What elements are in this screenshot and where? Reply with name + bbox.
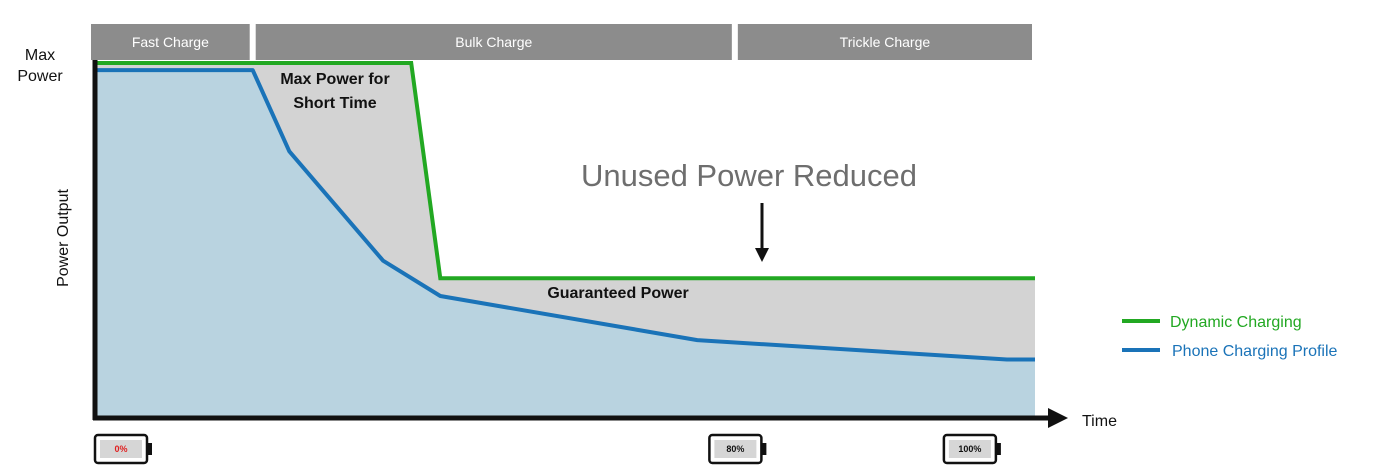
battery-label: 100%	[958, 444, 981, 454]
battery-icon: 100%	[942, 433, 1001, 465]
y-axis-label: Power Output	[55, 189, 72, 287]
unused-power-area	[97, 63, 1035, 360]
battery-label: 0%	[114, 444, 127, 454]
battery-markers: 0% 80% 100%	[93, 433, 1001, 465]
x-axis-arrowhead	[1048, 408, 1068, 428]
phase-label: Trickle Charge	[840, 34, 931, 50]
phase-bar	[737, 24, 1032, 60]
y-max-label-line1: Max	[25, 47, 55, 64]
phase-label: Fast Charge	[132, 34, 209, 50]
y-max-label-line2: Power	[17, 68, 63, 85]
legend-label-phone-charging-profile: Phone Charging Profile	[1172, 343, 1338, 360]
phase-header: Fast Charge Bulk Charge Trickle Charge	[91, 24, 1032, 60]
phase-bar	[255, 24, 732, 60]
guaranteed-power-annotation: Guaranteed Power	[547, 285, 688, 302]
battery-label: 80%	[726, 444, 744, 454]
unused-power-arrowhead	[755, 248, 769, 262]
phase-bar	[91, 24, 250, 60]
unused-power-reduced-annotation: Unused Power Reduced	[581, 158, 917, 193]
max-power-annotation-line1: Max Power for	[280, 71, 389, 88]
dynamic-charging-line	[97, 61, 1035, 281]
x-axis-label: Time	[1082, 413, 1117, 430]
legend-label-dynamic-charging: Dynamic Charging	[1170, 314, 1302, 331]
phase-label: Bulk Charge	[455, 34, 532, 50]
battery-icon: 80%	[708, 433, 767, 465]
legend: Dynamic Charging Phone Charging Profile	[1122, 314, 1338, 360]
max-power-annotation-line2: Short Time	[293, 95, 376, 112]
phone-charging-profile-line	[97, 68, 1035, 362]
battery-icon: 0%	[93, 433, 152, 465]
used-power-area	[97, 70, 1035, 416]
